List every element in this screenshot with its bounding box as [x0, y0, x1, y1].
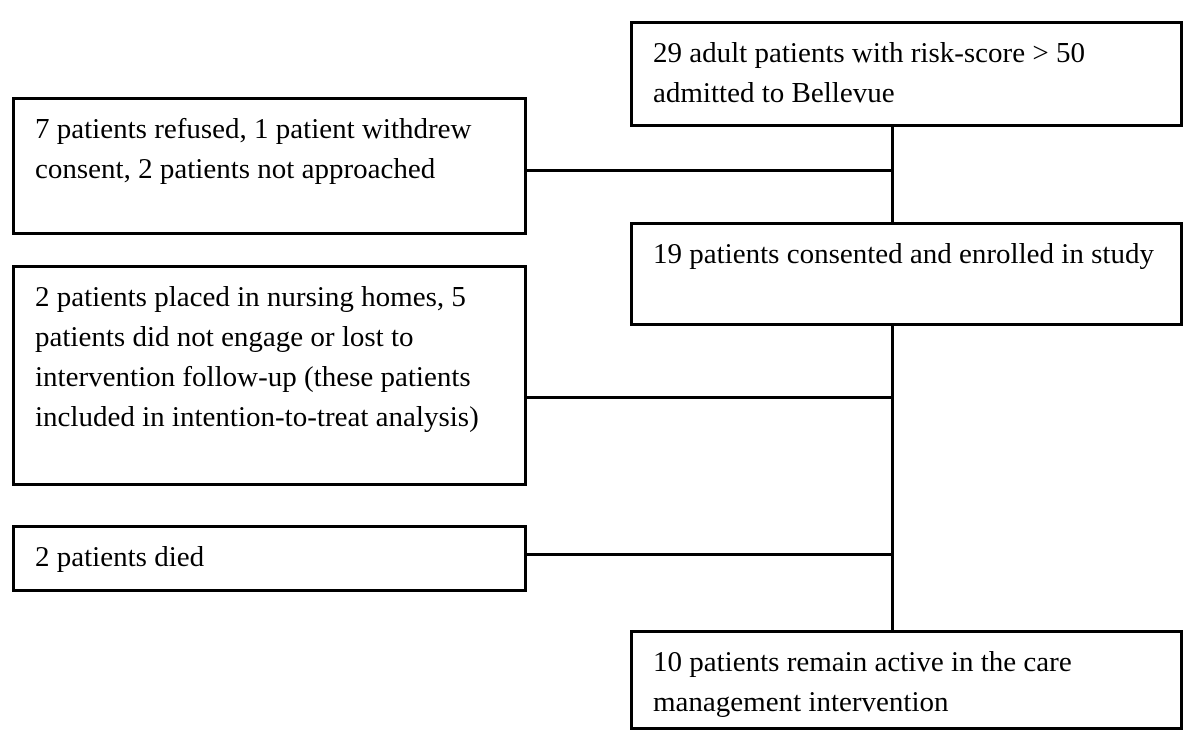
flow-box-not-engaged: 2 patients placed in nursing homes, 5 pa…: [12, 265, 527, 486]
flow-box-enrolled: 19 patients consented and enrolled in st…: [630, 222, 1183, 326]
flow-box-active: 10 patients remain active in the care ma…: [630, 630, 1183, 730]
flow-box-admitted: 29 adult patients with risk-score > 50 a…: [630, 21, 1183, 127]
flow-box-died: 2 patients died: [12, 525, 527, 592]
connector-main-spine: [891, 127, 894, 630]
connector-not-enrolled: [527, 169, 893, 172]
flow-box-not-enrolled: 7 patients refused, 1 patient withdrew c…: [12, 97, 527, 235]
connector-not-engaged: [527, 396, 893, 399]
connector-died: [527, 553, 893, 556]
